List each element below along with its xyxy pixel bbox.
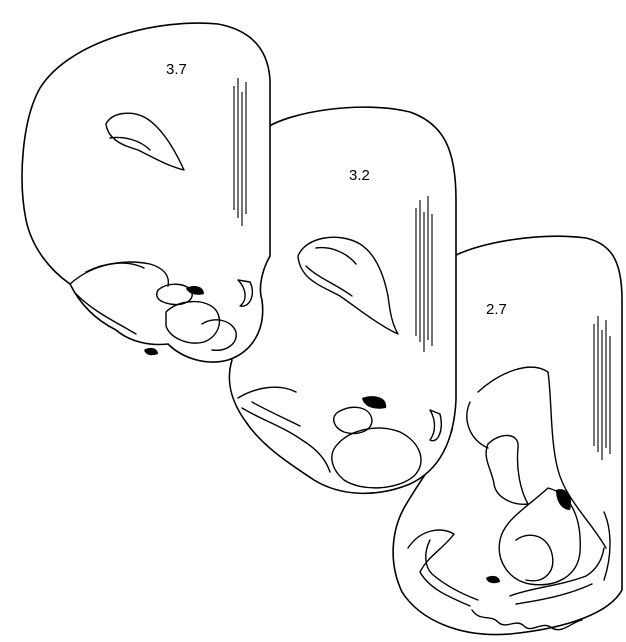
section-outline — [22, 23, 270, 362]
brain-section-3-7: 3.7 — [22, 23, 270, 362]
section-label-2-7: 2.7 — [486, 301, 507, 318]
dark-nucleus-a2 — [144, 348, 158, 355]
section-label-3-2: 3.2 — [349, 167, 370, 184]
section-label-3-7: 3.7 — [166, 61, 187, 78]
